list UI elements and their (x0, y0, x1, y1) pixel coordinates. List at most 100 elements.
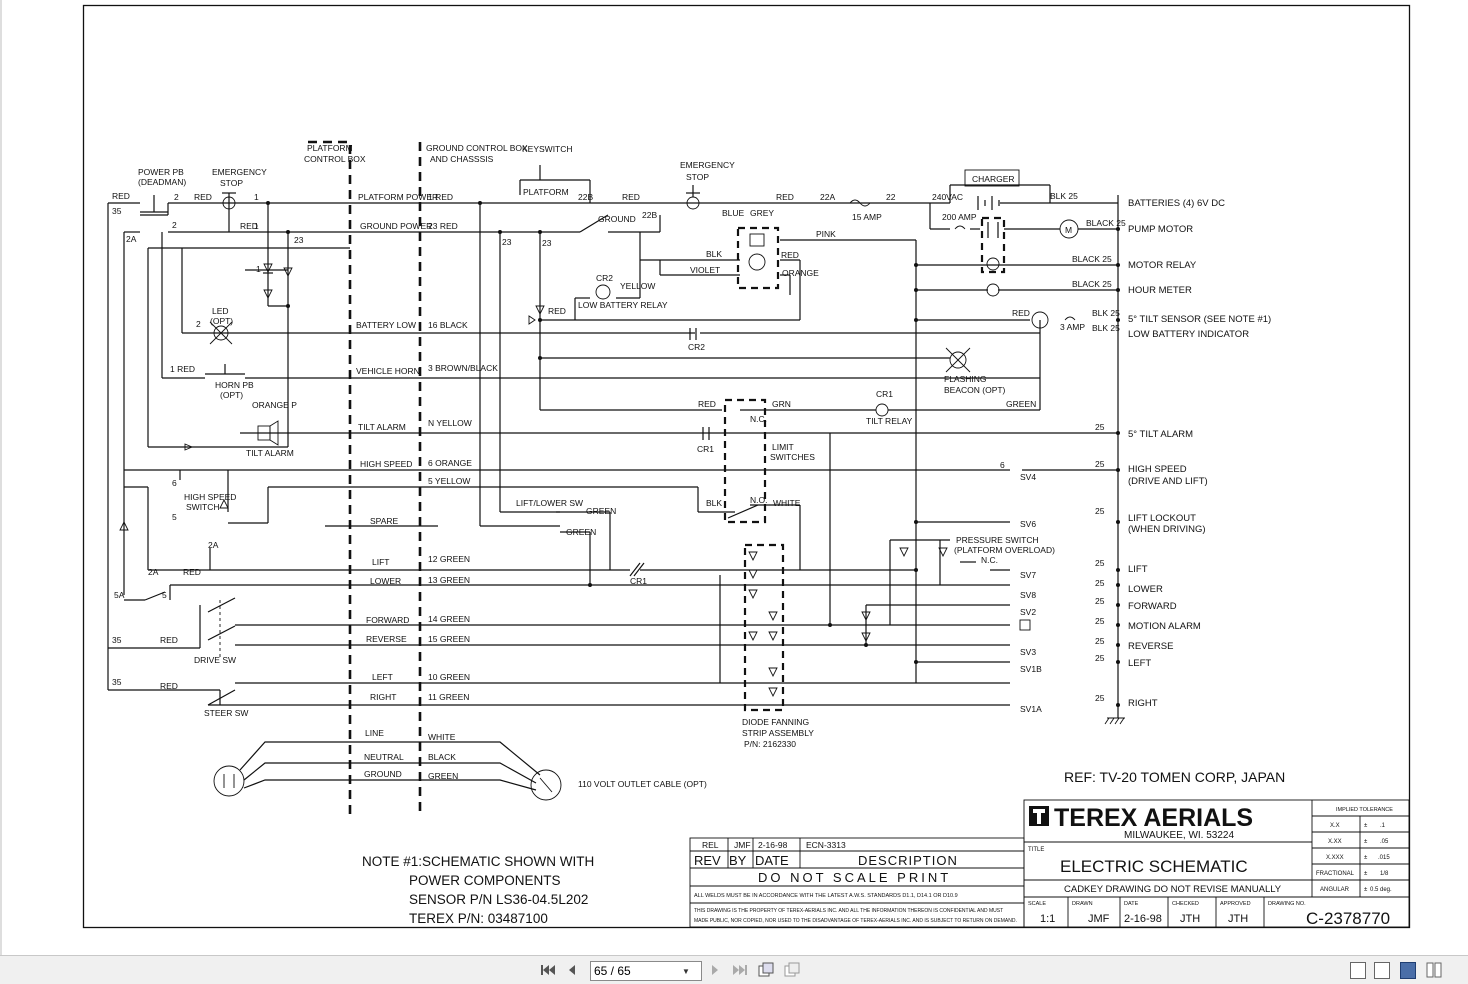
svg-text:JMF: JMF (1088, 913, 1110, 925)
circuit-name: BATTERY LOW (356, 320, 416, 330)
output-label: LEFT (1128, 658, 1151, 669)
svg-text:CR1: CR1 (697, 444, 714, 454)
continuous-facing-icon (1426, 962, 1442, 978)
output-wire: BLACK 25 (1086, 218, 1126, 228)
page-number-field[interactable]: ▼ (590, 961, 702, 981)
svg-text:GRN: GRN (772, 399, 791, 409)
rotate-right-button[interactable] (782, 960, 802, 980)
svg-text:DATE: DATE (1124, 901, 1139, 907)
circuit-wire: 14 GREEN (428, 614, 470, 624)
circuit-wire: 10 GREEN (428, 672, 470, 682)
emergency-stop-label: EMERGENCY (212, 167, 267, 177)
svg-text:ANGULAR: ANGULAR (1320, 887, 1350, 893)
solenoid-label: SV2 (1020, 607, 1036, 617)
output-wire: BLACK 25 (1072, 279, 1112, 289)
svg-text:22B: 22B (578, 192, 593, 202)
tilt-alarm-label: TILT ALARM (246, 448, 294, 458)
diode-strip-label-2: STRIP ASSEMBLY (742, 728, 814, 738)
left-wiring (107, 202, 350, 706)
svg-text:±: ± (1364, 855, 1368, 861)
flashing-beacon-label-2: BEACON (OPT) (944, 385, 1006, 395)
output-wire: BLK 25 (1092, 323, 1120, 333)
continuous-view-button[interactable] (1374, 962, 1390, 979)
svg-text:DRAWN: DRAWN (1072, 901, 1093, 907)
page-dropdown-icon[interactable]: ▼ (682, 966, 690, 976)
first-page-button[interactable] (538, 960, 558, 980)
circuit-name: LEFT (372, 672, 393, 682)
svg-text:DESCRIPTION: DESCRIPTION (858, 853, 958, 868)
svg-text:22: 22 (886, 192, 896, 202)
svg-text:1/8: 1/8 (1380, 871, 1389, 877)
output-wire: 25 (1095, 693, 1105, 703)
revision-block: REL JMF 2-16-98 ECN-3313 REV BY DATE DES… (689, 837, 1025, 928)
platform-box-label: PLATFORM (307, 143, 353, 153)
amp200-label: 200 AMP (942, 212, 977, 222)
no-label: N.O. (750, 495, 767, 505)
svg-text:RED: RED (1012, 308, 1030, 318)
cr2-label: CR2 (596, 273, 613, 283)
circuit-name: SPARE (370, 516, 399, 526)
circuit-wire: 3 BROWN/BLACK (428, 363, 498, 373)
continuous-facing-view-button[interactable] (1424, 960, 1444, 980)
previous-page-button[interactable] (563, 960, 581, 980)
schematic-sheet: PLATFORM CONTROL BOX GROUND CONTROL BOX … (0, 0, 1411, 955)
solenoid-label: SV4 (1020, 472, 1036, 482)
rotate-left-button[interactable] (756, 960, 776, 980)
high-speed-switch-label-2: SWITCH (186, 502, 220, 512)
svg-text:23: 23 (542, 238, 552, 248)
svg-text:2: 2 (172, 220, 177, 230)
svg-text:SENSOR P/N LS36-04.5L202: SENSOR P/N LS36-04.5L202 (409, 892, 588, 907)
facing-view-button[interactable] (1400, 962, 1416, 979)
svg-text:TITLE: TITLE (1028, 847, 1044, 853)
output-wire: 25 (1095, 616, 1105, 626)
circuit-labels: PLATFORM POWER 1 RED GROUND POWER 23 RED… (356, 192, 498, 781)
pressure-switch-label-2: (PLATFORM OVERLOAD) (954, 545, 1055, 555)
svg-text:±: ± (1364, 887, 1368, 893)
svg-text:±: ± (1364, 823, 1368, 829)
svg-text:GREEN: GREEN (566, 527, 596, 537)
junction-dots (266, 201, 1120, 707)
low-battery-relay-label: LOW BATTERY RELAY (578, 300, 668, 310)
svg-text:RED: RED (160, 681, 178, 691)
circuit-wire: 15 GREEN (428, 634, 470, 644)
next-page-button[interactable] (706, 960, 724, 980)
svg-text:23: 23 (294, 235, 304, 245)
svg-text:RED: RED (698, 399, 716, 409)
page-number-input[interactable] (591, 963, 682, 979)
single-page-view-button[interactable] (1350, 962, 1366, 979)
output-label: LIFT (1128, 564, 1148, 575)
diode-strip-label: DIODE FANNING (742, 717, 809, 727)
circuit-wire: 5 YELLOW (428, 476, 470, 486)
output-label: BATTERIES (4) 6V DC (1128, 198, 1225, 209)
svg-text:5: 5 (172, 512, 177, 522)
diode-strip-label-3: P/N: 2162330 (744, 739, 796, 749)
high-speed-switch-label: HIGH SPEED (184, 492, 236, 502)
center-wiring (479, 165, 1119, 718)
output-wire: 25 (1095, 636, 1105, 646)
svg-text:.05: .05 (1380, 839, 1389, 845)
output-wire: 25 (1095, 596, 1105, 606)
circuit-name: HIGH SPEED (360, 459, 412, 469)
output-wire: 25 (1095, 422, 1105, 432)
svg-text:.015: .015 (1378, 855, 1390, 861)
circuit-wire: WHITE (428, 732, 456, 742)
right-output-labels: BATTERIES (4) 6V DC BLK 25 PUMP MOTOR BL… (1050, 191, 1271, 709)
last-page-icon (733, 965, 747, 975)
note-1: NOTE #1:SCHEMATIC SHOWN WITH POWER COMPO… (362, 854, 594, 926)
svg-text:35: 35 (112, 206, 122, 216)
orange-p-label: ORANGE P (252, 400, 297, 410)
svg-text:IMPLIED TOLERANCE: IMPLIED TOLERANCE (1336, 807, 1393, 813)
output-wire: BLK 25 (1050, 191, 1078, 201)
output-label: MOTOR RELAY (1128, 260, 1197, 271)
steer-sw-label: STEER SW (204, 708, 248, 718)
drawing-title: ELECTRIC SCHEMATIC (1060, 857, 1248, 876)
circuit-wire: 23 RED (428, 221, 458, 231)
svg-text:RED: RED (776, 192, 794, 202)
power-pb-label-2: (DEADMAN) (138, 177, 186, 187)
last-page-button[interactable] (730, 960, 750, 980)
output-wire: 25 (1095, 578, 1105, 588)
output-label: RIGHT (1128, 698, 1158, 709)
charger-label: CHARGER (972, 174, 1015, 184)
svg-text:JMF: JMF (734, 840, 751, 850)
svg-text:ECN-3313: ECN-3313 (806, 840, 846, 850)
